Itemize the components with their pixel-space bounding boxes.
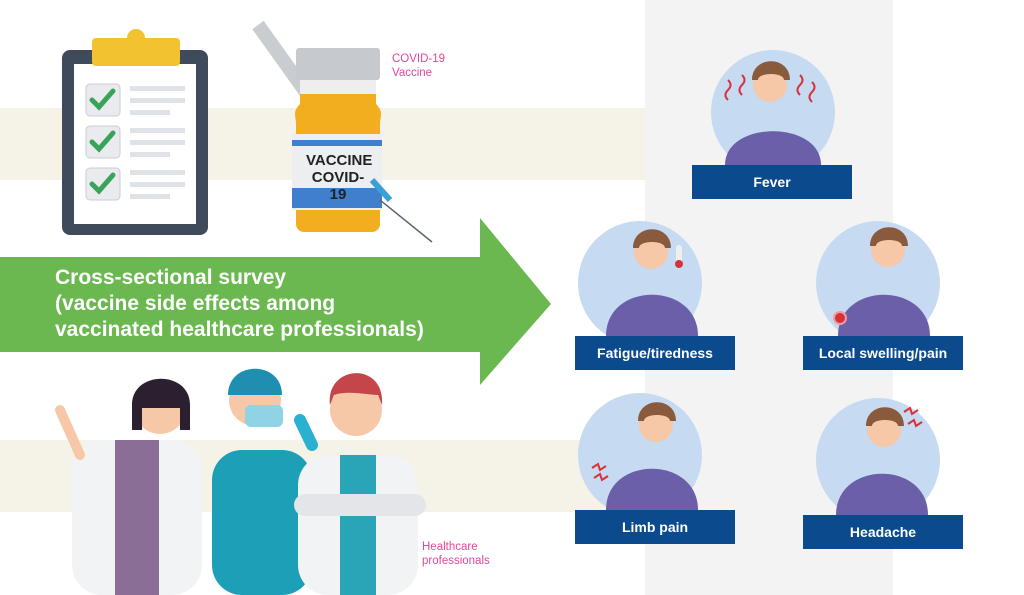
limb-pain-illustration <box>578 393 702 517</box>
fever-illustration <box>711 50 835 174</box>
survey-description: Cross-sectional survey (vaccine side eff… <box>55 265 495 343</box>
vial-label-line1: VACCINE <box>306 152 373 169</box>
side-effect-label-local-swelling: Local swelling/pain <box>803 336 963 370</box>
professionals-caption-line2: professionals <box>422 555 490 567</box>
vial-label-line2: COVID-19 <box>311 169 365 203</box>
healthcare-professionals-illustration <box>55 368 426 595</box>
vaccine-caption-line1: COVID-19 <box>392 53 446 65</box>
professionals-caption-line1: Healthcare <box>422 541 478 553</box>
professionals-caption: Healthcare professionals <box>422 540 490 568</box>
side-effect-label-limb-pain: Limb pain <box>575 510 735 544</box>
checklist-clipboard-icon <box>62 29 208 235</box>
survey-line1: Cross-sectional survey <box>55 266 287 289</box>
side-effect-label-headache: Headache <box>803 515 963 549</box>
survey-line3: vaccinated healthcare professionals) <box>55 318 424 341</box>
side-effect-label-fever: Fever <box>692 165 852 199</box>
vaccine-caption-line2: Vaccine <box>392 67 433 79</box>
side-effect-label-fatigue: Fatigue/tiredness <box>575 336 735 370</box>
local-swelling-illustration <box>816 221 940 345</box>
survey-arrow <box>0 218 551 385</box>
vaccine-caption: COVID-19 Vaccine <box>392 52 445 80</box>
survey-line2: (vaccine side effects among <box>55 292 336 315</box>
vial-label: VACCINE COVID-19 <box>306 152 373 203</box>
headache-illustration <box>816 398 940 522</box>
vaccine-vial-icon <box>252 20 433 243</box>
fatigue-illustration <box>578 221 702 345</box>
